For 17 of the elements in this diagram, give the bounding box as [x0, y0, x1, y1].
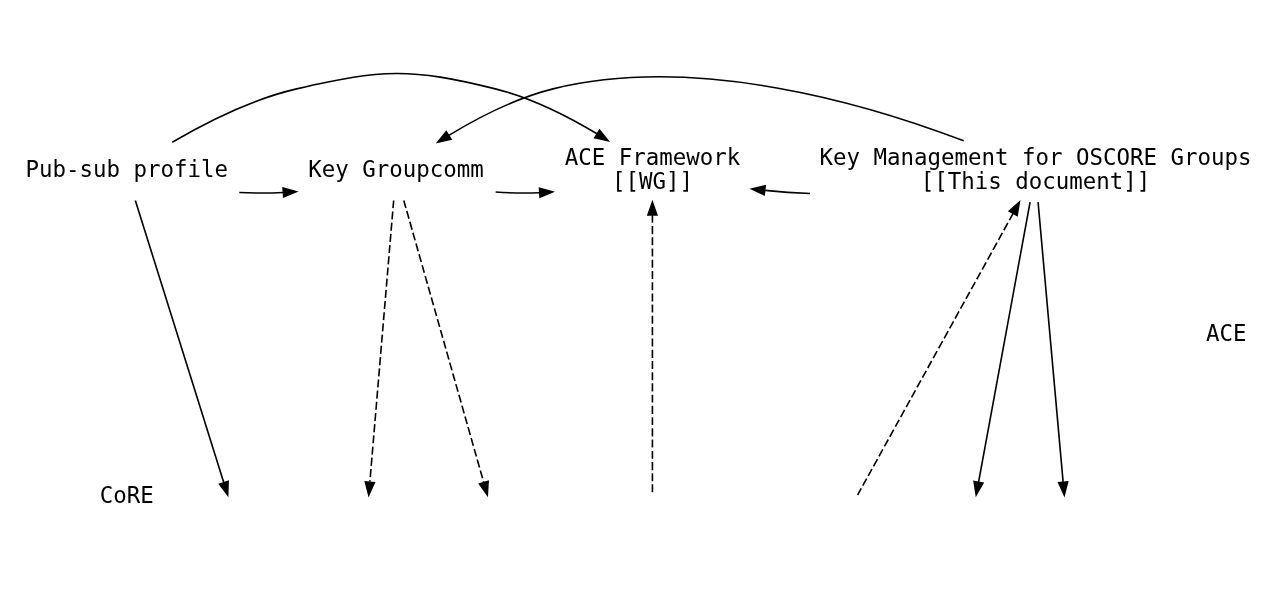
arrow [134, 199, 229, 497]
node-text: Pub-sub profile [25, 155, 228, 182]
node-text: ACE Framework [[WG]] [564, 143, 741, 194]
arrow [749, 184, 811, 196]
arrow [364, 199, 395, 497]
arrow [238, 186, 299, 198]
arrow [171, 72, 611, 143]
arrow [402, 199, 489, 497]
arrow [856, 199, 1021, 496]
arrow [1037, 200, 1069, 497]
arrow [973, 200, 1031, 497]
arrow [494, 186, 555, 198]
node-text: Key Management for OSCORE Groups [[This document]] [819, 143, 1252, 194]
label: CoRE [99, 481, 154, 508]
label: ACE [1205, 319, 1247, 346]
node-text: Key Groupcomm [308, 155, 484, 182]
arrow [435, 75, 965, 144]
